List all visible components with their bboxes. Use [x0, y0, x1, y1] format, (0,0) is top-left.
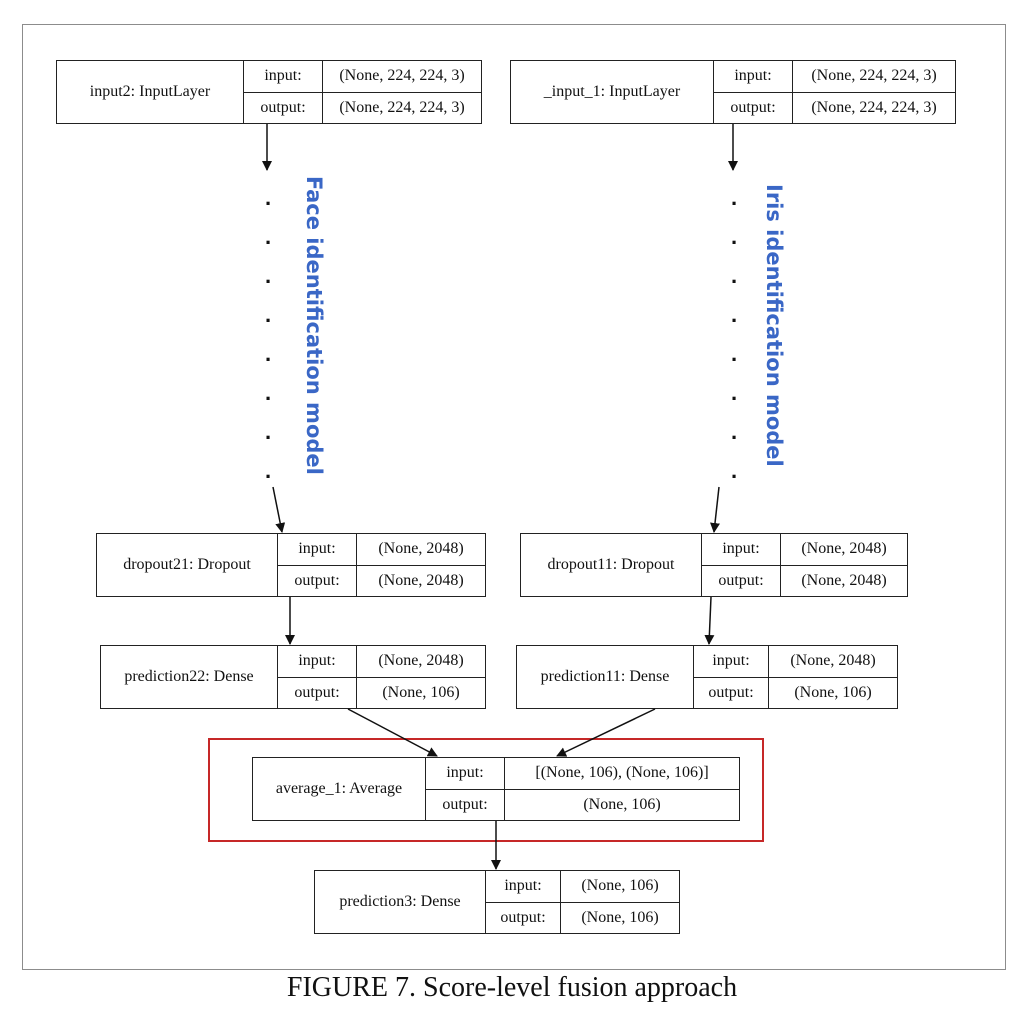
output-label: output:	[278, 677, 357, 708]
edge-iris-to-dropout11	[710, 486, 720, 533]
input-value: [(None, 106), (None, 106)]	[535, 764, 709, 782]
output-label: output:	[694, 677, 769, 708]
input-value: (None, 224, 224, 3)	[339, 67, 465, 85]
node-name: dropout21: Dropout	[97, 534, 278, 596]
node-input2: input2: InputLayer input: (None, 224, 22…	[56, 60, 482, 124]
node-prediction22: prediction22: Dense input: (None, 2048) …	[100, 645, 486, 709]
node-name: prediction22: Dense	[101, 646, 278, 708]
output-label: output:	[702, 565, 781, 596]
node-prediction11: prediction11: Dense input: (None, 2048) …	[516, 645, 898, 709]
node-name: prediction11: Dense	[517, 646, 694, 708]
output-value: (None, 2048)	[801, 571, 887, 589]
output-label: output:	[714, 92, 793, 123]
figure-caption: FIGURE 7. Score-level fusion approach	[286, 972, 738, 1003]
input-value: (None, 2048)	[378, 652, 464, 670]
node-average1: average_1: Average input: [(None, 106), …	[252, 757, 740, 821]
input-label: input:	[278, 646, 357, 677]
input-value: (None, 2048)	[378, 540, 464, 558]
input-label: input:	[426, 758, 505, 789]
input-label: input:	[244, 61, 323, 92]
output-value: (None, 106)	[794, 683, 872, 701]
input-value: (None, 224, 224, 3)	[811, 67, 937, 85]
node-name: _input_1: InputLayer	[511, 61, 714, 123]
output-label: output:	[486, 902, 561, 933]
input-value: (None, 2048)	[801, 540, 887, 558]
fusion-highlight	[208, 738, 764, 842]
output-value: (None, 106)	[382, 683, 460, 701]
node-dropout11: dropout11: Dropout input: (None, 2048) o…	[520, 533, 908, 597]
output-label: output:	[426, 789, 505, 820]
node-dropout21: dropout21: Dropout input: (None, 2048) o…	[96, 533, 486, 597]
input-label: input:	[486, 871, 561, 902]
input-label: input:	[694, 646, 769, 677]
figure-frame	[22, 24, 1006, 970]
face-model-ellipsis: ........	[265, 185, 272, 483]
node-input1: _input_1: InputLayer input: (None, 224, …	[510, 60, 956, 124]
output-value: (None, 224, 224, 3)	[339, 98, 465, 116]
input-label: input:	[714, 61, 793, 92]
iris-model-ellipsis: ........	[731, 185, 738, 483]
output-label: output:	[244, 92, 323, 123]
node-name: average_1: Average	[253, 758, 426, 820]
node-name: dropout11: Dropout	[521, 534, 702, 596]
edge-prediction11-to-average	[556, 708, 656, 757]
input-value: (None, 2048)	[790, 652, 876, 670]
node-prediction3: prediction3: Dense input: (None, 106) ou…	[314, 870, 680, 934]
edge-face-to-dropout21	[272, 486, 286, 533]
output-value: (None, 224, 224, 3)	[811, 98, 937, 116]
output-label: output:	[278, 565, 357, 596]
edge-prediction22-to-average	[347, 708, 438, 757]
node-name: prediction3: Dense	[315, 871, 486, 933]
input-label: input:	[278, 534, 357, 565]
output-value: (None, 106)	[581, 908, 659, 926]
input-value: (None, 106)	[581, 877, 659, 895]
output-value: (None, 106)	[583, 795, 661, 813]
node-name: input2: InputLayer	[57, 61, 244, 123]
input-label: input:	[702, 534, 781, 565]
edge-dropout11-to-prediction11	[704, 596, 715, 645]
output-value: (None, 2048)	[378, 571, 464, 589]
